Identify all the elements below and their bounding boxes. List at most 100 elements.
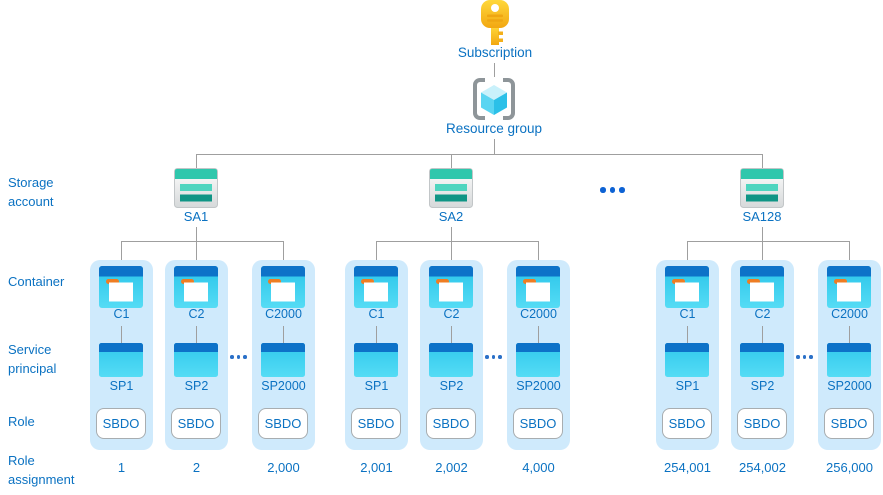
container-label: C2 bbox=[754, 307, 771, 321]
connector-line bbox=[451, 154, 452, 168]
storage-account-icon bbox=[429, 168, 473, 208]
connector-line bbox=[451, 326, 452, 343]
service-principal-icon bbox=[429, 343, 473, 377]
role-assignment-value: 2,001 bbox=[360, 460, 393, 475]
container-icon bbox=[429, 266, 473, 308]
container-icon bbox=[827, 266, 871, 308]
connector-line bbox=[196, 154, 197, 168]
role-badge: SBDO bbox=[258, 408, 308, 439]
container-icon bbox=[174, 266, 218, 308]
connector-line bbox=[849, 241, 850, 272]
container-label: C2 bbox=[188, 307, 205, 321]
role-assignment-value: 1 bbox=[117, 460, 126, 475]
storage-account-label: SA1 bbox=[183, 209, 209, 224]
container-label: C2000 bbox=[831, 307, 868, 321]
connector-line bbox=[376, 326, 377, 343]
storage-group: C1 SP1 SBDO C2 SP2 SBDO C2000 SP2000 SBD… bbox=[656, 260, 881, 490]
connector-line bbox=[196, 227, 197, 241]
connector-line bbox=[121, 241, 284, 242]
connector-line bbox=[494, 139, 495, 154]
container-card: C2 SP2 SBDO bbox=[165, 260, 228, 450]
role-assignment-value: 2 bbox=[192, 460, 201, 475]
connector-line bbox=[687, 326, 688, 343]
service-principal-label: SP1 bbox=[109, 379, 134, 393]
connector-line bbox=[376, 241, 377, 272]
container-label: C1 bbox=[679, 307, 696, 321]
role-assignment-value: 4,000 bbox=[522, 460, 555, 475]
service-principal-icon bbox=[516, 343, 560, 377]
service-principal-icon bbox=[354, 343, 398, 377]
container-card: C1 SP1 SBDO bbox=[345, 260, 408, 450]
container-card: C1 SP1 SBDO bbox=[90, 260, 153, 450]
service-principal-label: SP1 bbox=[364, 379, 389, 393]
service-principal-icon bbox=[174, 343, 218, 377]
container-card: C2 SP2 SBDO bbox=[731, 260, 794, 450]
connector-line bbox=[196, 326, 197, 343]
role-badge: SBDO bbox=[737, 408, 787, 439]
container-icon bbox=[354, 266, 398, 308]
ellipsis-icon bbox=[796, 355, 813, 359]
container-icon bbox=[665, 266, 709, 308]
storage-group: C1 SP1 SBDO C2 SP2 SBDO C2000 SP2000 SBD… bbox=[90, 260, 315, 490]
connector-line bbox=[196, 154, 762, 155]
connector-line bbox=[451, 227, 452, 241]
service-principal-label: SP2000 bbox=[261, 379, 306, 393]
role-assignment-value: 2,000 bbox=[267, 460, 300, 475]
row-label-service-principal: Service principal bbox=[8, 342, 57, 376]
service-principal-icon bbox=[827, 343, 871, 377]
storage-account-label: SA2 bbox=[438, 209, 464, 224]
connector-line bbox=[687, 241, 688, 272]
container-label: C2000 bbox=[520, 307, 557, 321]
subscription-label: Subscription bbox=[457, 45, 533, 60]
connector-line bbox=[538, 326, 539, 343]
service-principal-label: SP2000 bbox=[827, 379, 872, 393]
service-principal-icon bbox=[665, 343, 709, 377]
role-badge: SBDO bbox=[513, 408, 563, 439]
container-card: C2000 SP2000 SBDO bbox=[252, 260, 315, 450]
resource-group-icon bbox=[473, 78, 515, 120]
connector-line bbox=[538, 241, 539, 272]
connector-line bbox=[196, 241, 197, 272]
service-principal-label: SP1 bbox=[675, 379, 700, 393]
role-badge: SBDO bbox=[351, 408, 401, 439]
role-badge: SBDO bbox=[824, 408, 874, 439]
connector-line bbox=[121, 326, 122, 343]
connector-line bbox=[283, 241, 284, 272]
role-badge: SBDO bbox=[171, 408, 221, 439]
row-label-role-assignment: Role assignment bbox=[8, 453, 75, 487]
row-label-storage-account: Storage account bbox=[8, 175, 54, 209]
connector-line bbox=[762, 241, 763, 272]
container-icon bbox=[99, 266, 143, 308]
container-label: C1 bbox=[368, 307, 385, 321]
service-principal-label: SP2 bbox=[750, 379, 775, 393]
service-principal-icon bbox=[99, 343, 143, 377]
storage-account-icon bbox=[174, 168, 218, 208]
role-assignment-value: 2,002 bbox=[435, 460, 468, 475]
container-icon bbox=[261, 266, 305, 308]
connector-line bbox=[762, 154, 763, 168]
connector-line bbox=[451, 241, 452, 272]
row-label-role: Role bbox=[8, 414, 35, 429]
storage-account-label: SA128 bbox=[742, 209, 782, 224]
role-badge: SBDO bbox=[662, 408, 712, 439]
connector-line bbox=[687, 241, 850, 242]
container-card: C2000 SP2000 SBDO bbox=[818, 260, 881, 450]
connector-line bbox=[283, 326, 284, 343]
service-principal-label: SP2000 bbox=[516, 379, 561, 393]
container-icon bbox=[740, 266, 784, 308]
container-icon bbox=[516, 266, 560, 308]
connector-line bbox=[762, 227, 763, 241]
storage-account-icon bbox=[740, 168, 784, 208]
connector-line bbox=[376, 241, 539, 242]
subscription-key-icon bbox=[481, 0, 509, 45]
role-badge: SBDO bbox=[426, 408, 476, 439]
role-badge: SBDO bbox=[96, 408, 146, 439]
container-card: C2 SP2 SBDO bbox=[420, 260, 483, 450]
ellipsis-icon bbox=[230, 355, 247, 359]
service-principal-label: SP2 bbox=[439, 379, 464, 393]
role-assignment-value: 254,002 bbox=[739, 460, 786, 475]
container-label: C1 bbox=[113, 307, 130, 321]
connector-line bbox=[494, 63, 495, 77]
service-principal-icon bbox=[261, 343, 305, 377]
